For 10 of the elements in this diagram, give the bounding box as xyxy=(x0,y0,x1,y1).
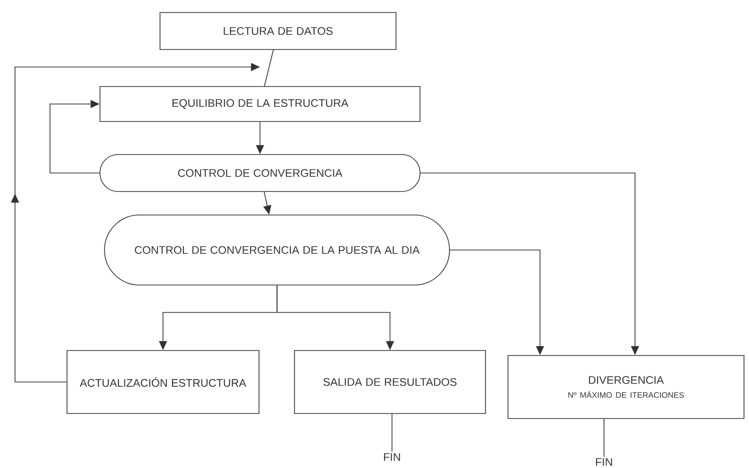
process-box: DIVERGENCIA Nº MÁXIMO DE ITERACIONES xyxy=(508,355,744,419)
decision-terminal: CONTROL DE CONVERGENCIA xyxy=(100,154,420,192)
process-box: SALIDA DE RESULTADOS xyxy=(294,350,486,414)
process-box: EQUILIBRIO DE LA ESTRUCTURA xyxy=(100,86,420,122)
process-box: ACTUALIZACIÓN ESTRUCTURA xyxy=(66,350,260,414)
end-label: FIN xyxy=(384,453,400,461)
process-box: LECTURA DE DATOS xyxy=(160,12,396,50)
decision-terminal: CONTROL DE CONVERGENCIA DE LA PUESTA AL DIA xyxy=(104,214,450,286)
arrow xyxy=(50,100,100,174)
end-label: FIN xyxy=(596,458,612,466)
